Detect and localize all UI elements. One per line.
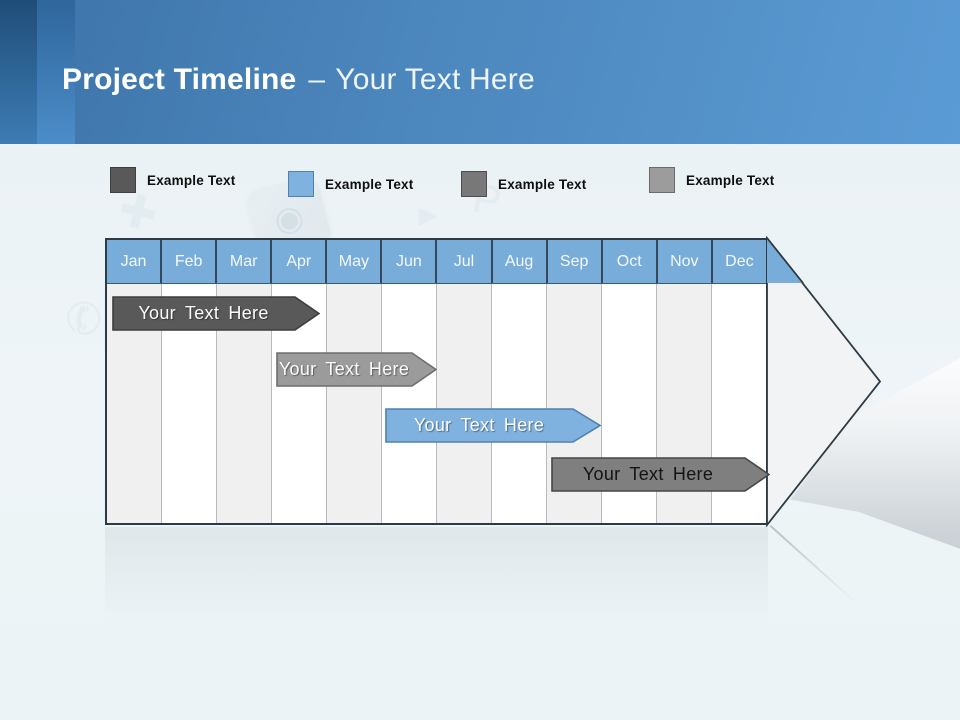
- legend-label: Example Text: [498, 176, 587, 192]
- legend-label: Example Text: [147, 172, 236, 188]
- month-header-apr: Apr: [272, 240, 328, 283]
- legend-item: Example Text: [110, 167, 235, 193]
- bar-label: Your Text Here: [278, 359, 410, 379]
- month-header-feb: Feb: [162, 240, 218, 283]
- month-header-jun: Jun: [382, 240, 438, 283]
- table-reflection: [105, 527, 768, 622]
- month-column-aug: [492, 284, 547, 523]
- title-separator: –: [308, 63, 326, 96]
- title-bar: Project Timeline–Your Text Here: [0, 0, 960, 144]
- header-stripe-dark: [0, 0, 37, 144]
- bar-arrow-shape: [112, 296, 320, 331]
- bar-label: Your Text Here: [413, 415, 545, 435]
- timeline-arrow-tip: [766, 236, 882, 527]
- month-header-jul: Jul: [437, 240, 493, 283]
- month-header-sep: Sep: [548, 240, 603, 283]
- bar-arrow-shape: [276, 352, 437, 387]
- legend-label: Example Text: [325, 176, 414, 192]
- legend-swatch: [110, 167, 136, 193]
- play-icon: ▶: [418, 201, 438, 229]
- arrow-reflection-line: [769, 525, 857, 604]
- month-header-dec: Dec: [725, 252, 754, 270]
- title-subtext: Your Text Here: [335, 63, 535, 96]
- legend-item: Example Text: [649, 167, 774, 193]
- month-header-nov: Nov: [658, 240, 713, 283]
- month-column-jun: [382, 284, 437, 523]
- month-header-jan: Jan: [107, 240, 163, 283]
- bar-arrow-shape: [551, 457, 770, 492]
- legend-item: Example Text: [288, 171, 413, 197]
- timeline-bar: Your Text Here: [112, 296, 320, 331]
- month-header-oct: Oct: [603, 240, 658, 283]
- page-title: Project Timeline–Your Text Here: [62, 59, 535, 101]
- legend-item: Example Text: [461, 171, 586, 197]
- legend-swatch: [649, 167, 675, 193]
- header-stripe-medium: [37, 0, 75, 144]
- month-column-may: [327, 284, 382, 523]
- title-bold-text: Project Timeline: [62, 63, 297, 96]
- timeline-bar: Your Text Here: [551, 457, 770, 492]
- bar-arrow-shape: [385, 408, 601, 443]
- month-header-aug: Aug: [493, 240, 548, 283]
- month-header-may: May: [327, 240, 383, 283]
- legend-swatch: [288, 171, 314, 197]
- legend-label: Example Text: [686, 172, 775, 188]
- bar-label: Your Text Here: [138, 303, 269, 323]
- timeline-bar: Your Text Here: [276, 352, 437, 387]
- month-header-mar: Mar: [217, 240, 273, 283]
- timeline-bar: Your Text Here: [385, 408, 601, 443]
- bar-label: Your Text Here: [582, 464, 714, 484]
- legend-swatch: [461, 171, 487, 197]
- month-column-jul: [437, 284, 492, 523]
